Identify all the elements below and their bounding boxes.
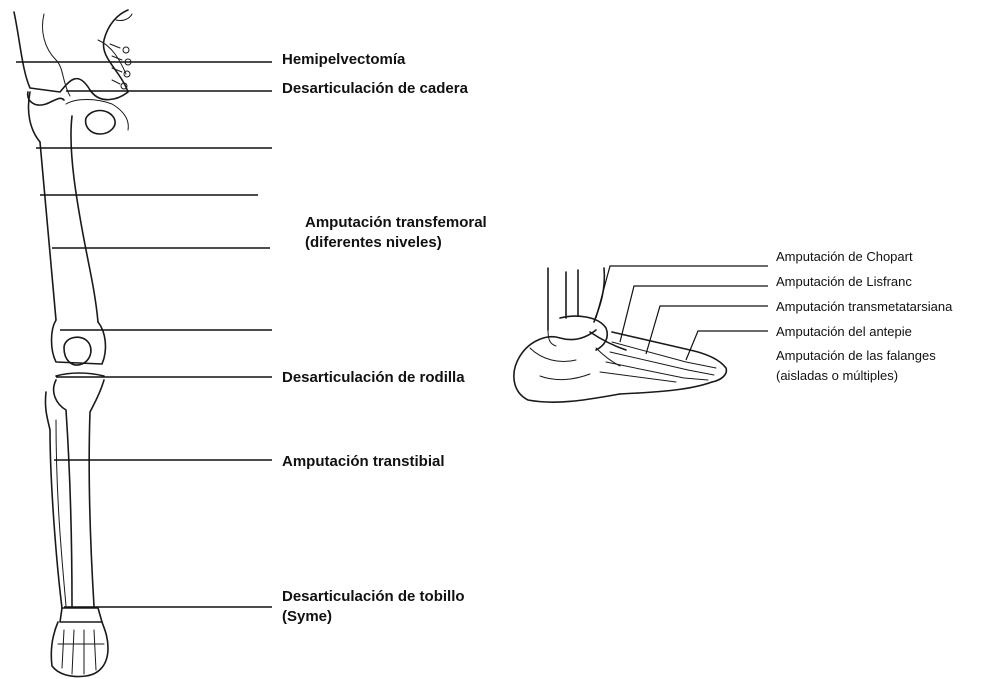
label-transtibial: Amputación transtibial — [282, 452, 445, 471]
label-desarticulacion-cadera: Desarticulación de cadera — [282, 79, 468, 98]
femur-shaft — [40, 142, 56, 320]
label-falanges-detalle: (aisladas o múltiples) — [776, 367, 898, 384]
pelvis-bone — [14, 10, 128, 100]
label-syme: (Syme) — [282, 607, 332, 626]
femoral-condyles — [52, 320, 106, 364]
greater-trochanter — [28, 92, 40, 142]
patella — [64, 337, 91, 365]
label-desarticulacion-tobillo: Desarticulación de tobillo — [282, 587, 465, 606]
label-transfemoral: Amputación transfemoral — [305, 213, 487, 232]
label-chopart: Amputación de Chopart — [776, 248, 913, 265]
label-falanges: Amputación de las falanges — [776, 347, 936, 364]
leg-skeleton-illustration — [14, 10, 132, 677]
foot-cut-lines — [596, 266, 768, 360]
ankle-bones — [60, 608, 102, 622]
cut-line-antepie — [686, 331, 768, 360]
label-hemipelvectomia: Hemipelvectomía — [282, 50, 405, 69]
label-transfemoral-niveles: (diferentes niveles) — [305, 233, 442, 252]
label-lisfranc: Amputación de Lisfranc — [776, 273, 912, 290]
fibula — [45, 392, 62, 608]
obturator-foramen — [86, 111, 115, 135]
label-desarticulacion-rodilla: Desarticulación de rodilla — [282, 368, 465, 387]
talus — [560, 316, 607, 350]
femoral-head — [28, 92, 64, 105]
foot-lateral-illustration — [514, 268, 726, 402]
metatarsals — [612, 332, 690, 350]
cut-line-transmetatarsiana — [646, 306, 768, 354]
foot-front — [51, 622, 108, 677]
label-antepie: Amputación del antepie — [776, 323, 912, 340]
label-transmetatarsiana: Amputación transmetatarsiana — [776, 298, 952, 315]
cut-line-chopart — [596, 266, 768, 318]
cut-line-lisfranc — [620, 286, 768, 342]
